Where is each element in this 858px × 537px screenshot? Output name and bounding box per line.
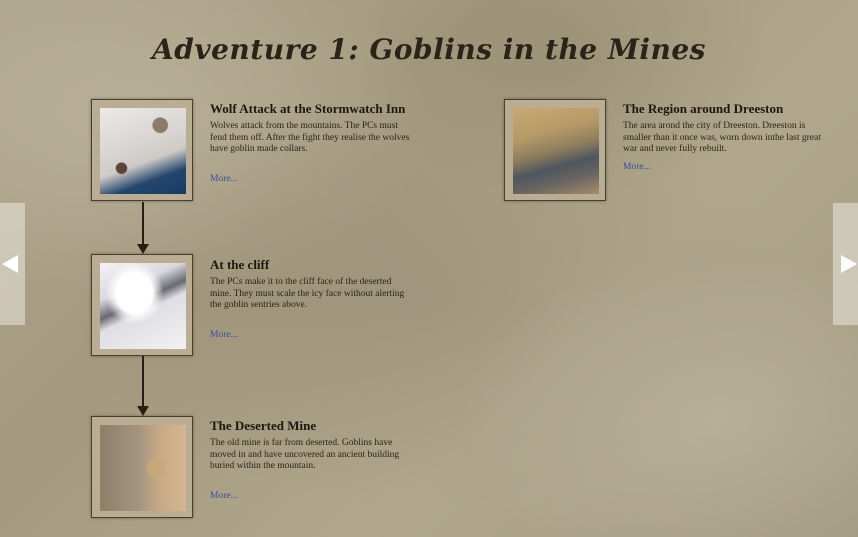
entry-title: The Deserted Mine: [210, 418, 317, 433]
entry-wolf-attack: Wolf Attack at the Stormwatch Inn Wolves…: [210, 101, 415, 186]
entry-region-dreeston: The Region around Dreeston The area aron…: [623, 101, 828, 174]
entry-description: The old mine is far from deserted. Gobli…: [210, 438, 400, 471]
page-title: Adventure 1: Goblins in the Mines: [152, 32, 706, 66]
entry-title: Wolf Attack at the Stormwatch Inn: [210, 101, 406, 116]
flow-arrow: [137, 202, 149, 254]
region-map-thumbnail[interactable]: [504, 99, 606, 201]
entry-at-the-cliff: At the cliff The PCs make it to the clif…: [210, 257, 415, 342]
deserted-mine-map-thumbnail[interactable]: [91, 416, 193, 518]
entry-description: The PCs make it to the cliff face of the…: [210, 277, 405, 310]
next-page-button[interactable]: [833, 203, 858, 325]
entry-deserted-mine: The Deserted Mine The old mine is far fr…: [210, 418, 415, 503]
flow-arrow: [137, 356, 149, 416]
entry-title: The Region around Dreeston: [623, 101, 784, 116]
more-link[interactable]: More...: [210, 173, 238, 184]
left-arrow-icon: [1, 255, 18, 273]
right-arrow-icon: [840, 255, 857, 273]
cliff-map-thumbnail[interactable]: [91, 254, 193, 356]
deserted-mine-map-image: [100, 425, 186, 511]
region-map-image: [513, 108, 599, 194]
cliff-map-image: [100, 263, 186, 349]
entry-description: The area arond the city of Dreeston. Dre…: [623, 121, 821, 154]
entry-description: Wolves attack from the mountains. The PC…: [210, 121, 410, 154]
more-link[interactable]: More...: [623, 161, 651, 172]
previous-page-button[interactable]: [0, 203, 25, 325]
wolf-attack-map-thumbnail[interactable]: [91, 99, 193, 201]
more-link[interactable]: More...: [210, 329, 238, 340]
entry-title: At the cliff: [210, 257, 270, 272]
more-link[interactable]: More...: [210, 490, 238, 501]
wolf-attack-map-image: [100, 108, 186, 194]
